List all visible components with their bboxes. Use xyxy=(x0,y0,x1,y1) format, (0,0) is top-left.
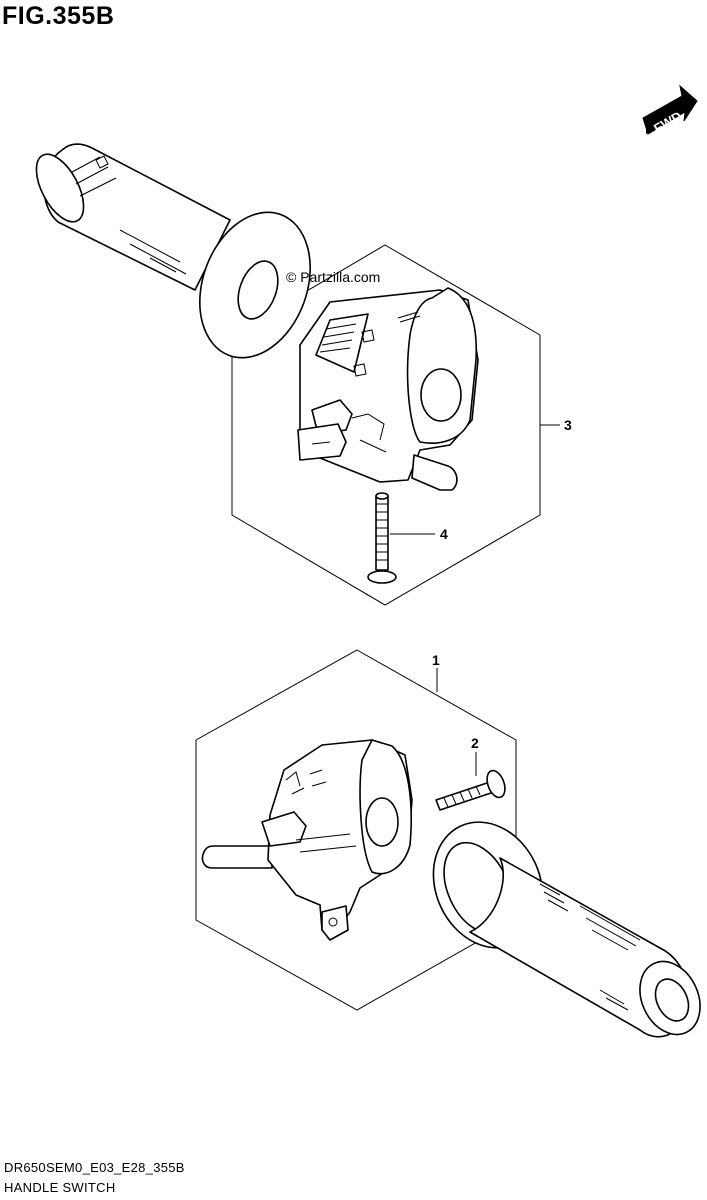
left-grip xyxy=(35,143,311,359)
figure-title: FIG.355B xyxy=(2,2,115,30)
callout-4: 4 xyxy=(440,526,448,542)
section-name: HANDLE SWITCH xyxy=(4,1180,116,1195)
watermark: © Partzilla.com xyxy=(286,269,380,285)
diagram-code: DR650SEM0_E03_E28_355B xyxy=(4,1160,185,1175)
switch-housing-right xyxy=(297,287,479,491)
callout-3: 3 xyxy=(564,417,572,433)
screw-part-2 xyxy=(435,769,506,811)
fwd-arrow-icon: FWD xyxy=(642,84,698,136)
callout-1: 1 xyxy=(432,652,440,668)
screw-part-4 xyxy=(367,492,397,584)
right-grip xyxy=(432,821,701,1038)
callout-2: 2 xyxy=(471,735,479,751)
switch-housing-left xyxy=(201,739,413,941)
assembly-frame-lower xyxy=(195,649,517,1011)
